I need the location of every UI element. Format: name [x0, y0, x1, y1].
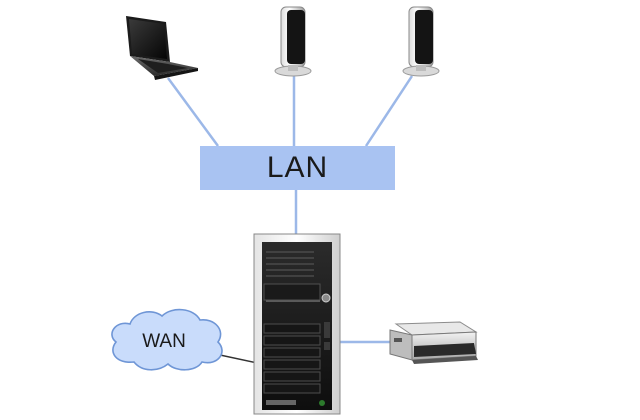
cloud-icon: WAN [111, 308, 223, 371]
link-laptop-lan [166, 77, 220, 147]
laptop-icon [126, 16, 198, 80]
printer-icon [389, 321, 478, 364]
thin-client-icon [274, 6, 312, 77]
lan-box: LAN [200, 146, 395, 190]
wan-label: WAN [142, 331, 186, 352]
thin-client-icon [402, 6, 440, 77]
tower-server-icon [253, 233, 341, 415]
lan-label: LAN [266, 151, 329, 184]
link-thin-client-2-lan [364, 75, 414, 147]
